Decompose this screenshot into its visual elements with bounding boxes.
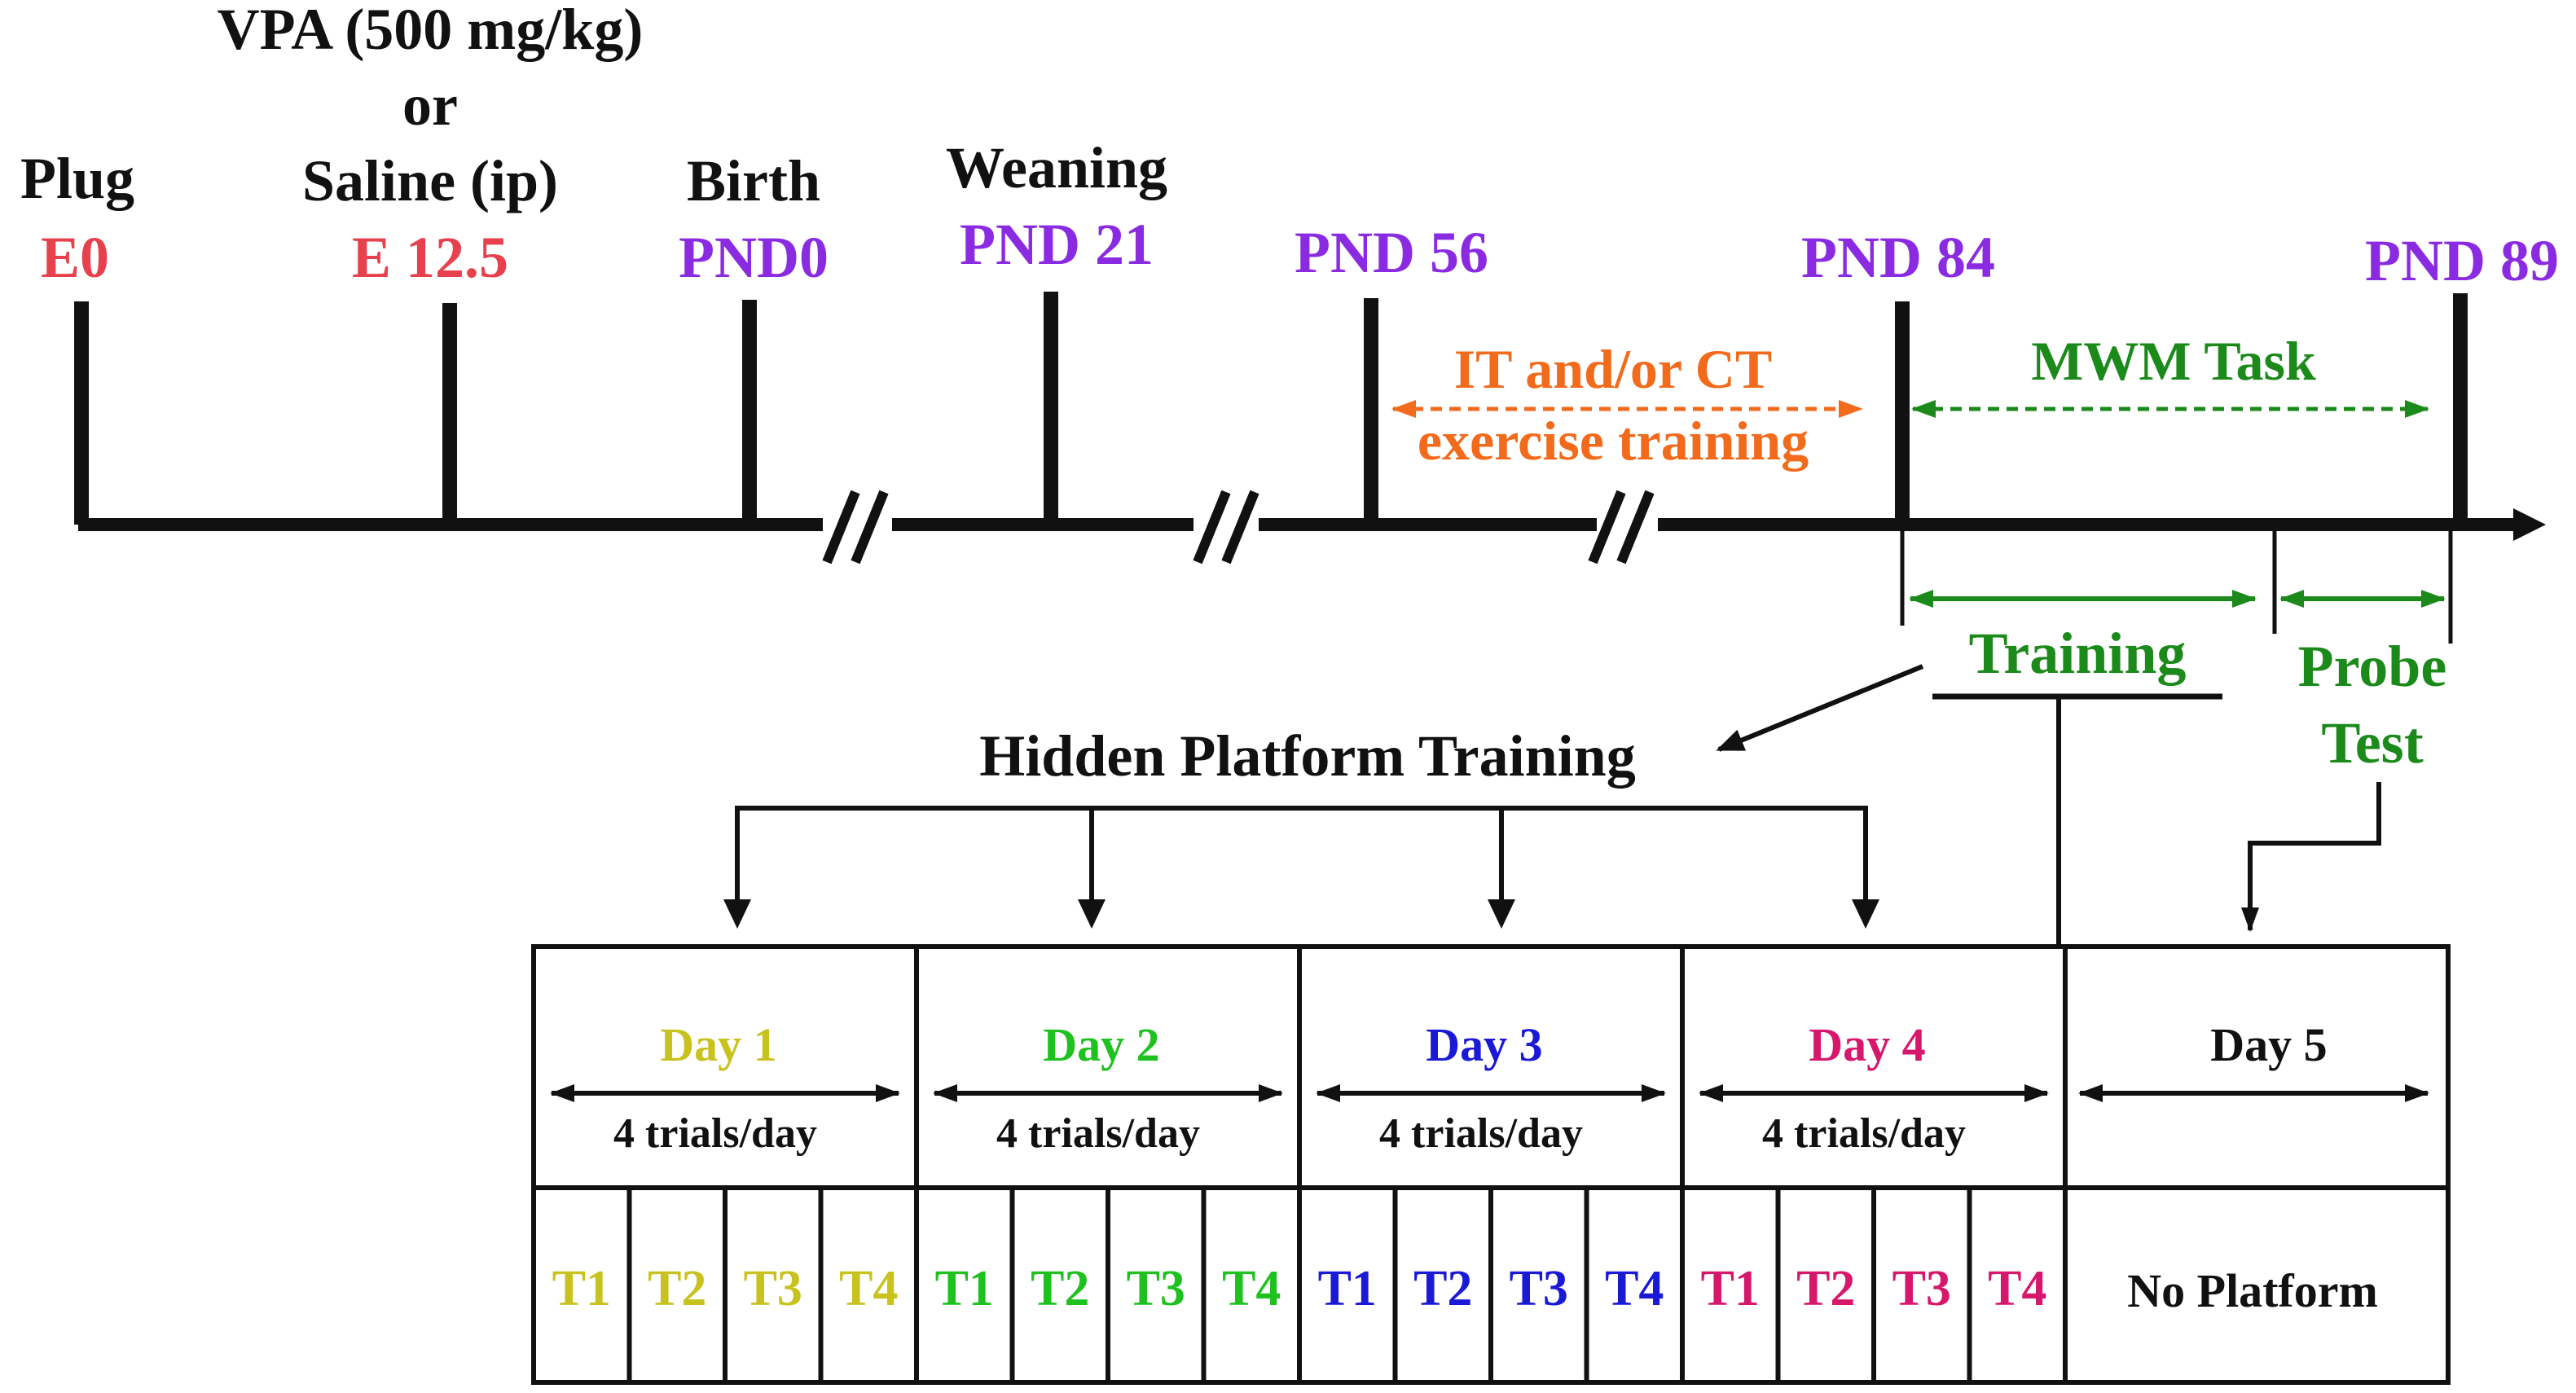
event-plug-time: E0 bbox=[41, 225, 109, 290]
day-3-trial-1: T1 bbox=[1318, 1261, 1377, 1316]
probe-label-2: Test bbox=[2321, 710, 2423, 776]
training-to-hidden-arrow bbox=[1716, 664, 1924, 752]
event-vpa-title-3: Saline (ip) bbox=[302, 148, 558, 213]
day-4-trial-1: T1 bbox=[1701, 1261, 1760, 1316]
day-2-label: Day 2 bbox=[1043, 1018, 1159, 1071]
day-2-trials-label: 4 trials/day bbox=[996, 1110, 1200, 1157]
day-4-trial-2: T2 bbox=[1796, 1261, 1855, 1316]
event-pnd84-time: PND 84 bbox=[1801, 225, 1995, 290]
day-3-cell: Day 3 4 trials/day bbox=[1316, 1018, 1666, 1157]
day-1-trial-2: T2 bbox=[648, 1261, 706, 1316]
day-5-label: Day 5 bbox=[2210, 1018, 2327, 1071]
day-2-trial-3: T3 bbox=[1127, 1261, 1185, 1316]
day-1-trial-4: T4 bbox=[839, 1261, 898, 1316]
day-1-label: Day 1 bbox=[660, 1018, 776, 1071]
axis-break-1-icon bbox=[822, 490, 889, 565]
day-4-trial-4: T4 bbox=[1988, 1261, 2046, 1316]
mwm-task-label: MWM Task bbox=[2031, 330, 2316, 392]
day-5-cell: Day 5 No Platform bbox=[2078, 1018, 2429, 1317]
event-vpa-title-1: VPA (500 mg/kg) bbox=[218, 0, 644, 62]
timeline-ticks bbox=[74, 292, 2468, 525]
exercise-label-1: IT and/or CT bbox=[1454, 338, 1773, 400]
day-4-cell: Day 4 4 trials/day bbox=[1699, 1018, 2049, 1157]
day-3-trials-label: 4 trials/day bbox=[1379, 1110, 1583, 1157]
probe-label-1: Probe bbox=[2298, 634, 2447, 699]
day-4-label: Day 4 bbox=[1809, 1018, 1925, 1071]
event-weaning-title: Weaning bbox=[946, 135, 1167, 200]
event-weaning-time: PND 21 bbox=[960, 212, 1154, 277]
day-5-no-platform: No Platform bbox=[2127, 1264, 2378, 1317]
day-1-trial-1: T1 bbox=[552, 1261, 611, 1316]
day-2-trial-4: T4 bbox=[1222, 1261, 1281, 1316]
day-1-trials-label: 4 trials/day bbox=[613, 1110, 817, 1157]
event-pnd89-time: PND 89 bbox=[2365, 228, 2559, 293]
day-4-trial-3: T3 bbox=[1892, 1261, 1951, 1316]
day-2-trial-1: T1 bbox=[935, 1261, 994, 1316]
hidden-platform-title: Hidden Platform Training bbox=[979, 723, 1635, 789]
subinterval-ticks bbox=[1900, 525, 2453, 644]
timeline-arrowhead-icon bbox=[2513, 508, 2546, 541]
event-vpa-time: E 12.5 bbox=[352, 225, 508, 290]
day-2-trial-2: T2 bbox=[1031, 1261, 1089, 1316]
day-4-trials-label: 4 trials/day bbox=[1762, 1110, 1966, 1157]
probe-to-day5-arrow bbox=[2241, 782, 2381, 932]
event-birth-title: Birth bbox=[687, 148, 820, 213]
axis-break-3-icon bbox=[1588, 490, 1655, 565]
day-3-trial-4: T4 bbox=[1605, 1261, 1664, 1316]
event-plug-title: Plug bbox=[20, 146, 134, 211]
event-birth-time: PND0 bbox=[679, 225, 829, 290]
day-3-trial-3: T3 bbox=[1510, 1261, 1568, 1316]
exercise-label-2: exercise training bbox=[1418, 410, 1809, 472]
day-1-cell: Day 1 4 trials/day bbox=[550, 1018, 900, 1157]
training-label: Training bbox=[1969, 621, 2187, 686]
hidden-platform-bracket bbox=[735, 806, 1868, 911]
event-pnd56-time: PND 56 bbox=[1295, 220, 1488, 285]
axis-break-2-icon bbox=[1193, 490, 1259, 565]
day-3-label: Day 3 bbox=[1426, 1018, 1542, 1071]
day-3-trial-2: T2 bbox=[1413, 1261, 1472, 1316]
day-2-cell: Day 2 4 trials/day bbox=[933, 1018, 1283, 1157]
bracket-arrowheads bbox=[723, 899, 1879, 929]
event-vpa-title-2: or bbox=[402, 73, 458, 138]
day-1-trial-3: T3 bbox=[744, 1261, 802, 1316]
